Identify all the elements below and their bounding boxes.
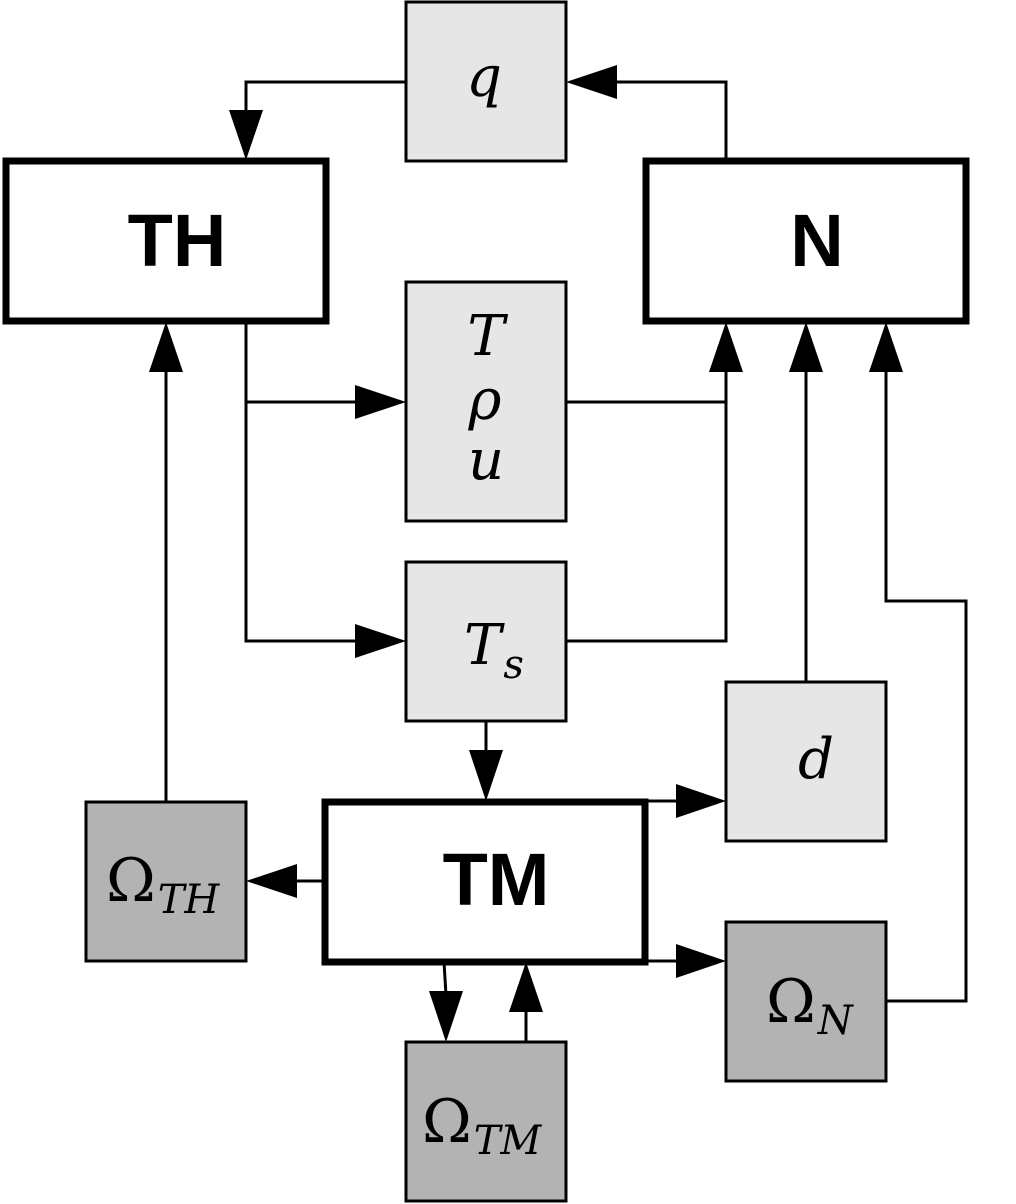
domain-omega-tm-label: ΩTM <box>422 1087 542 1164</box>
arrowhead-into-q <box>566 65 617 99</box>
module-tm-box <box>321 798 649 966</box>
variable-d-box <box>724 680 888 843</box>
variable-ts-box <box>404 560 568 723</box>
module-n-box <box>642 157 970 325</box>
variable-q-box <box>404 0 568 163</box>
arrowhead-into-omega-th <box>246 864 297 898</box>
wire-n-to-q <box>614 80 728 160</box>
variable-ts-label: Ts <box>464 613 524 688</box>
variable-t-rho-u-box <box>404 280 568 523</box>
arrowhead-into-n-left <box>709 322 743 372</box>
module-n: N <box>642 157 970 325</box>
wire-th-to-ts <box>244 322 360 643</box>
module-tm-label: TM <box>443 838 550 921</box>
domain-omega-th-symbol: Ω <box>106 846 156 916</box>
arrowhead-into-tm-from-omega-tm <box>509 962 543 1012</box>
arrowhead-into-tm-from-ts <box>469 750 503 801</box>
arrowhead-into-th-from-omega <box>149 322 183 372</box>
module-th-label: TH <box>128 199 227 282</box>
variable-ts: Ts <box>404 560 568 723</box>
domain-omega-tm-symbol: Ω <box>422 1087 472 1157</box>
arrowhead-into-n-right <box>869 322 903 372</box>
variable-t-rho-u: T ρ u <box>404 280 568 523</box>
arrowhead-into-omega-tm <box>429 991 463 1042</box>
variable-q-label: q <box>466 45 502 110</box>
variable-u-label: u <box>468 428 504 493</box>
domain-omega-n: ΩN <box>724 920 888 1083</box>
arrowhead-into-d <box>676 784 726 818</box>
domain-omega-th-box <box>84 800 248 963</box>
variable-ts-base: T <box>464 613 505 678</box>
arrowhead-into-ts <box>355 624 406 658</box>
domain-omega-tm-box <box>404 1040 568 1203</box>
variable-t-label: T <box>467 304 508 369</box>
arrowhead-into-th-from-q <box>229 110 263 160</box>
domain-omega-th-subscript: TH <box>158 877 221 923</box>
domain-omega-th: ΩTH <box>84 800 248 963</box>
wire-omega-n-to-n <box>884 370 968 1003</box>
domain-omega-th-label: ΩTH <box>106 846 220 923</box>
domain-omega-tm: ΩTM <box>404 1040 568 1203</box>
module-tm: TM <box>321 798 649 966</box>
variable-rho-label: ρ <box>468 368 502 433</box>
wire-t-rho-u-to-n <box>566 370 728 404</box>
domain-omega-n-symbol: Ω <box>766 967 816 1037</box>
connectors <box>149 65 968 1042</box>
arrowhead-into-omega-n <box>676 944 726 978</box>
domain-omega-tm-subscript: TM <box>474 1118 543 1164</box>
module-th: TH <box>2 157 330 325</box>
arrowhead-into-n-middle <box>789 322 823 372</box>
domain-omega-n-subscript: N <box>817 998 855 1044</box>
module-n-label: N <box>790 199 843 282</box>
module-th-box <box>2 157 330 325</box>
domain-omega-n-label: ΩN <box>766 967 855 1044</box>
variable-ts-subscript: s <box>503 642 524 688</box>
wire-ts-to-n <box>566 402 728 643</box>
wire-q-to-th <box>244 80 406 118</box>
variable-d: d <box>724 680 888 843</box>
wire-tm-to-omega-tm <box>442 961 448 996</box>
variable-d-label: d <box>798 727 834 792</box>
variable-q: q <box>404 0 568 163</box>
arrowhead-into-t-rho-u <box>355 385 406 419</box>
domain-omega-n-box <box>724 920 888 1083</box>
